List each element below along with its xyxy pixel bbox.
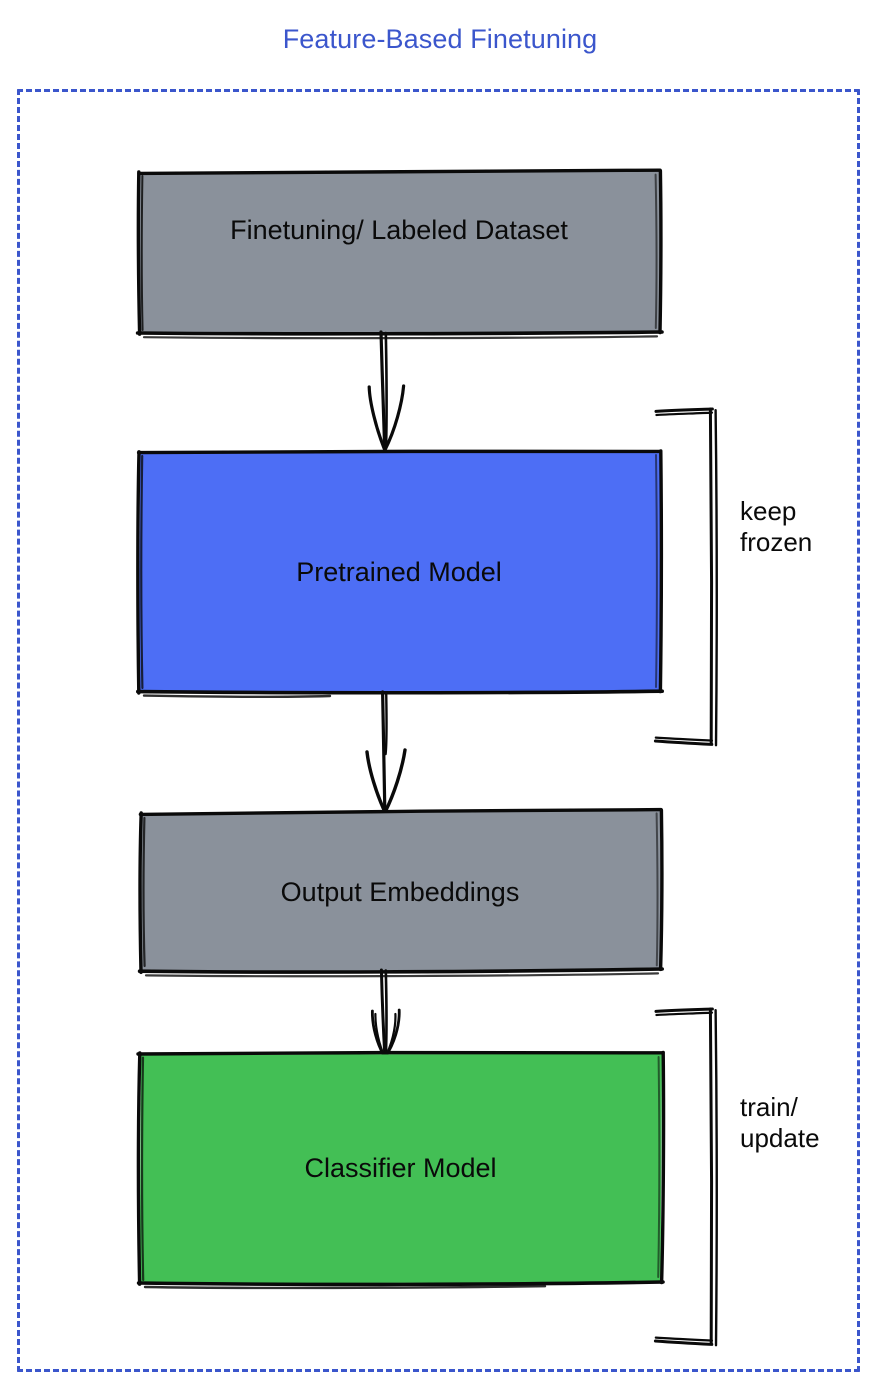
page-title: Feature-Based Finetuning — [282, 24, 598, 54]
node-dataset[interactable]: Finetuning/ Labeled Dataset — [135, 168, 664, 340]
node-pretrained-label: Pretrained Model — [296, 556, 502, 587]
annotation-keep-frozen: keep frozen — [740, 496, 813, 557]
dashed-group-frame — [17, 89, 860, 1372]
node-classifier[interactable]: Classifier Model — [136, 1050, 666, 1290]
annotation-train-update: train/ update — [740, 1092, 820, 1153]
node-pretrained[interactable]: Pretrained Model — [136, 449, 664, 698]
node-dataset-label: Finetuning/ Labeled Dataset — [230, 215, 568, 245]
node-embeddings[interactable]: Output Embeddings — [137, 807, 664, 978]
node-classifier-label: Classifier Model — [304, 1152, 497, 1183]
node-dataset-shape — [135, 168, 664, 340]
node-embeddings-label: Output Embeddings — [280, 876, 520, 907]
